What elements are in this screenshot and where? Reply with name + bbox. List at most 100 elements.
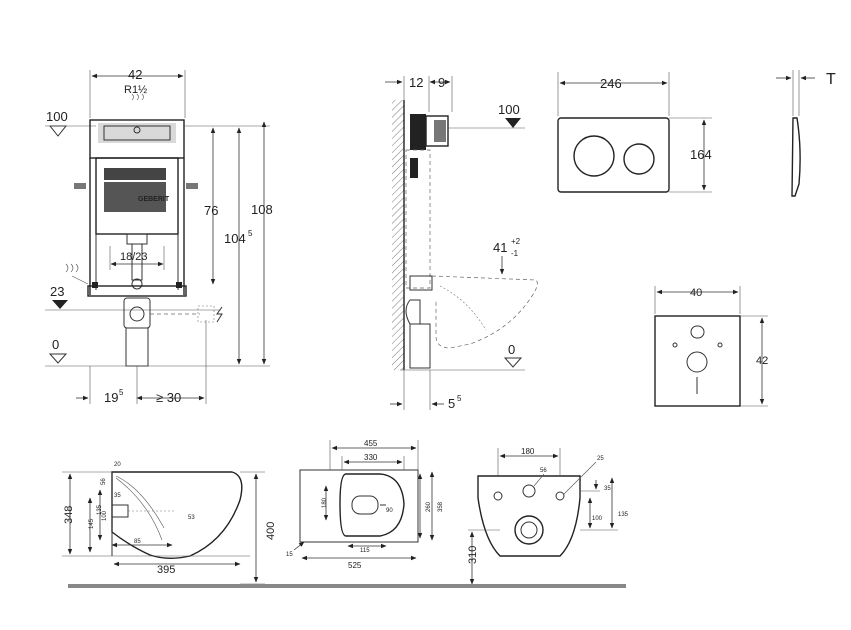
label-height-104-sup: 5 xyxy=(248,229,253,238)
label-back-180: 180 xyxy=(521,447,535,456)
label-bowl-length: 395 xyxy=(157,564,175,576)
label-top-115: 115 xyxy=(360,548,370,554)
drain-pipe xyxy=(125,327,149,367)
label-side-level-0: 0 xyxy=(508,342,515,357)
sound-pad: 40 42 xyxy=(654,286,768,407)
label-flush-range: 18/23 xyxy=(120,251,148,263)
flush-button-large xyxy=(573,135,615,177)
level-marker-icon xyxy=(503,357,523,368)
toilet-side-view: 348 145 135 56 20 35 100 53 85 395 400 xyxy=(62,462,277,585)
label-frame-width: 42 xyxy=(128,67,142,82)
flush-plate-front: 246 164 xyxy=(557,72,712,193)
label-bowl-overall-400: 400 xyxy=(265,522,277,540)
label-top-260: 260 xyxy=(426,501,432,512)
label-back-100: 100 xyxy=(592,516,603,522)
label-top-358: 358 xyxy=(438,501,444,512)
flush-button-small xyxy=(623,143,655,175)
top-bowl-hole xyxy=(351,495,379,515)
label-bowl-53: 53 xyxy=(188,515,195,521)
label-bowl-85: 85 xyxy=(134,539,141,545)
label-bowl-56: 56 xyxy=(101,478,107,485)
flush-plate-side: T xyxy=(776,70,836,197)
floor-line xyxy=(68,584,626,588)
label-side-12: 12 xyxy=(409,75,423,90)
frame-front-view: 42 R1½ 100 GEBERIT 18/23 xyxy=(45,67,273,405)
label-bowl-20: 20 xyxy=(114,462,121,468)
label-pad-height: 42 xyxy=(756,355,768,367)
level-marker-filled-icon xyxy=(505,118,521,128)
back-drain-outer xyxy=(514,515,544,545)
side-drain-elbow xyxy=(405,299,421,325)
label-bowl-145: 145 xyxy=(89,518,95,529)
label-back-56: 56 xyxy=(540,468,547,474)
flush-plate xyxy=(557,117,670,193)
electric-icon xyxy=(216,306,223,323)
label-plate-width: 246 xyxy=(600,76,622,91)
back-drain-inner xyxy=(520,521,538,539)
label-top-525: 525 xyxy=(348,561,362,570)
label-thread: R1½ xyxy=(124,84,147,96)
label-offset-19: 19 xyxy=(104,390,118,405)
pad-hole-drain xyxy=(686,351,708,373)
label-bowl-135: 135 xyxy=(97,504,103,515)
pad-outline xyxy=(654,315,741,407)
label-seat-tol-minus: -1 xyxy=(511,249,519,258)
plate-profile xyxy=(791,117,801,197)
label-back-35: 35 xyxy=(604,486,611,492)
top-bowl-rim xyxy=(339,473,405,537)
label-offset-30: ≥ 30 xyxy=(156,390,181,405)
label-plate-height: 164 xyxy=(690,147,712,162)
cistern-label xyxy=(104,168,166,180)
wall-hatch xyxy=(392,100,404,370)
side-drain-pipe xyxy=(409,323,431,369)
back-outline xyxy=(477,475,581,557)
label-height-76: 76 xyxy=(204,203,218,218)
label-level-23: 23 xyxy=(50,284,64,299)
toilet-back-view: 180 56 25 35 100 135 310 xyxy=(467,447,629,587)
label-bowl-total-height: 348 xyxy=(63,506,75,524)
label-top-180: 180 xyxy=(322,497,328,508)
level-marker-icon xyxy=(48,353,68,364)
label-plate-thickness: T xyxy=(826,71,836,88)
frame-foot xyxy=(87,285,187,297)
label-height-104: 104 xyxy=(224,231,246,246)
level-marker-filled-icon xyxy=(52,300,68,309)
frame-side-view: 12 9 100 41 +2 -1 0 5 5 xyxy=(385,75,538,411)
label-offset-19-sup: 5 xyxy=(119,388,124,397)
back-inlet-hole xyxy=(522,484,536,498)
bowl-outlet xyxy=(111,504,129,518)
side-plate-mount xyxy=(425,115,449,147)
side-cistern-head xyxy=(410,114,426,150)
label-top-90: 90 xyxy=(386,508,393,514)
label-top-455: 455 xyxy=(364,439,378,448)
label-side-bottom-5: 5 xyxy=(448,396,455,411)
label-top-15: 15 xyxy=(286,552,293,558)
label-height-108: 108 xyxy=(251,202,273,217)
label-level-100: 100 xyxy=(46,109,68,124)
top-outline xyxy=(299,469,419,543)
label-pad-width: 40 xyxy=(690,287,702,299)
toilet-top-view: 455 330 90 180 260 358 115 15 525 xyxy=(286,439,444,570)
back-fix-hole-right xyxy=(555,491,565,501)
label-back-25: 25 xyxy=(597,456,604,462)
label-seat-height: 41 xyxy=(493,240,507,255)
label-top-330: 330 xyxy=(364,453,378,462)
label-seat-tol-plus: +2 xyxy=(511,237,521,246)
label-side-bottom-5-sup: 5 xyxy=(457,394,462,403)
pad-hole-top xyxy=(690,325,705,339)
label-level-0: 0 xyxy=(52,337,59,352)
label-side-9: 9 xyxy=(438,75,445,90)
geberit-logo: GEBERIT xyxy=(138,196,170,203)
drain-water-icon xyxy=(65,263,79,273)
label-side-level-100: 100 xyxy=(498,102,520,117)
label-bowl-35: 35 xyxy=(114,493,121,499)
water-supply-icon xyxy=(131,93,144,101)
label-back-135: 135 xyxy=(618,512,629,518)
label-bowl-100: 100 xyxy=(102,510,108,521)
level-marker-icon xyxy=(48,125,68,137)
label-back-310: 310 xyxy=(467,546,479,564)
back-fix-hole-left xyxy=(493,491,503,501)
side-toilet-bowl xyxy=(431,275,538,349)
drain-pipe-elbow xyxy=(123,297,151,329)
